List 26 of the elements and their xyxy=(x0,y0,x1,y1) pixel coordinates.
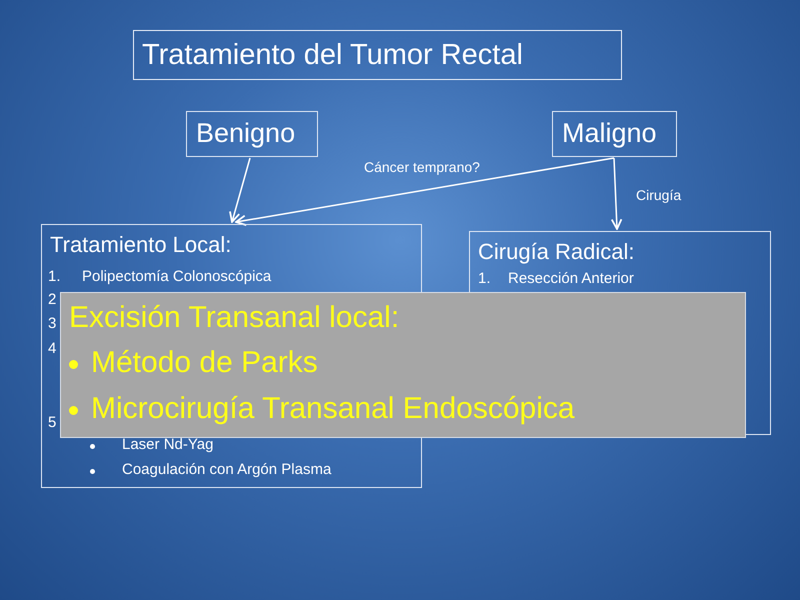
list-text: 4 xyxy=(48,341,56,358)
arrow xyxy=(610,158,622,230)
bullet-item: Microcirugía Transanal Endoscópica xyxy=(91,392,575,425)
node-heading: Tratamiento Local: xyxy=(50,233,232,258)
edge-label: Cirugía xyxy=(636,187,682,203)
list-text: 2 xyxy=(48,292,56,308)
overlay-dialog xyxy=(60,292,746,438)
list-text: Resección Anterior xyxy=(508,271,634,288)
bullet-item: Método de Parks xyxy=(91,346,318,379)
node-heading: Cirugía Radical: xyxy=(478,240,635,264)
edge-label: Cáncer temprano? xyxy=(364,159,480,175)
title-box: Tratamiento del Tumor Rectal xyxy=(133,30,622,80)
text-box xyxy=(186,111,318,157)
arrow xyxy=(229,158,251,223)
text-box xyxy=(552,111,677,157)
overlay-heading: Excisión Transanal local: xyxy=(69,301,400,334)
list-text: Laser Nd-Yag xyxy=(122,437,214,454)
list-text: 1. xyxy=(48,269,61,286)
arrow xyxy=(235,157,614,226)
list-text: 1. xyxy=(478,271,491,288)
node-heading: Benigno xyxy=(196,119,296,149)
list-text: 5 xyxy=(48,415,56,432)
list-text: Polipectomía Colonoscópica xyxy=(82,269,272,286)
node-heading: Maligno xyxy=(562,119,657,149)
list-text: 3 xyxy=(48,316,56,332)
list-text: Coagulación con Argón Plasma xyxy=(122,462,332,478)
